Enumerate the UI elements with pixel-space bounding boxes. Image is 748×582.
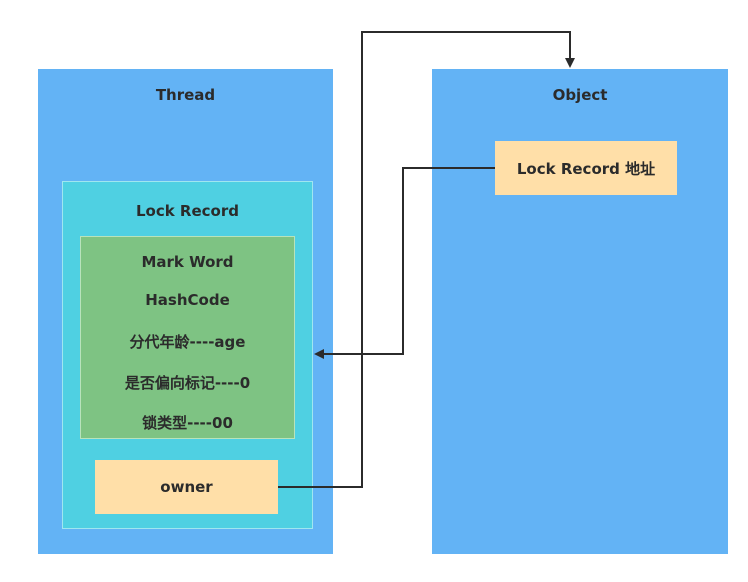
mark-word-box: Mark Word HashCode 分代年龄----age 是否偏向标记---… — [80, 236, 295, 439]
watermark: @稀土掘金技术社区 — [603, 557, 734, 573]
lock-type-field: 锁类型----00 — [142, 414, 233, 432]
biased-flag-field: 是否偏向标记----0 — [124, 374, 251, 392]
mark-word-field: Mark Word — [141, 253, 234, 271]
thread-title: Thread — [155, 86, 216, 104]
owner-box: owner — [95, 460, 278, 514]
lock-record-address-box: Lock Record 地址 — [495, 141, 677, 195]
age-field: 分代年龄----age — [129, 333, 246, 351]
hashcode-field: HashCode — [145, 291, 230, 309]
owner-label: owner — [160, 478, 213, 496]
lock-record-title: Lock Record — [135, 202, 239, 220]
object-title: Object — [552, 86, 608, 104]
address-to-mark-word-arrow — [314, 167, 495, 359]
owner-to-object-arrow — [278, 31, 575, 488]
lock-record-address-label: Lock Record 地址 — [516, 159, 656, 178]
